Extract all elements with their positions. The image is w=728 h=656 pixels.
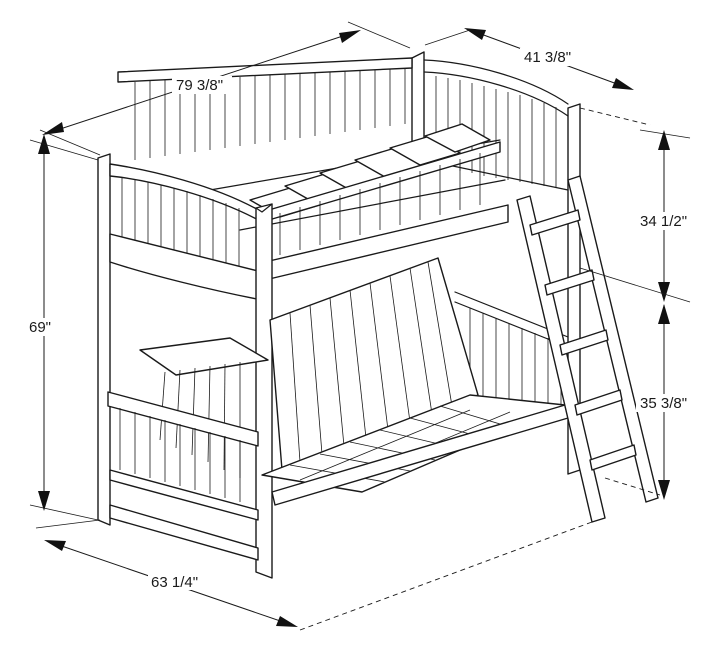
dimension-upper-height: [579, 129, 691, 303]
front-corner-post: [255, 203, 273, 579]
label-lower-length: 63 1/4": [151, 574, 198, 591]
front-headboard: [97, 153, 263, 526]
top-back-guard-rail: [117, 57, 413, 160]
label-bg-lower-height: [636, 394, 696, 412]
label-bg-total-height: [26, 318, 62, 336]
label-bg-length: [172, 76, 232, 94]
label-width: 41 3/8": [524, 49, 571, 66]
futon-back: [269, 257, 479, 471]
label-bg-width: [520, 48, 578, 66]
label-bg-upper-height: [636, 212, 696, 230]
label-length: 79 3/8": [176, 77, 223, 94]
ladder: [516, 175, 659, 523]
label-total-height: 69": [29, 319, 51, 336]
label-upper-height: 34 1/2": [640, 213, 687, 230]
floor-guide-lines: [299, 107, 661, 631]
label-bg-lower-length: [148, 572, 208, 590]
futon-arm: [107, 337, 269, 561]
label-lower-height: 35 3/8": [640, 395, 687, 412]
